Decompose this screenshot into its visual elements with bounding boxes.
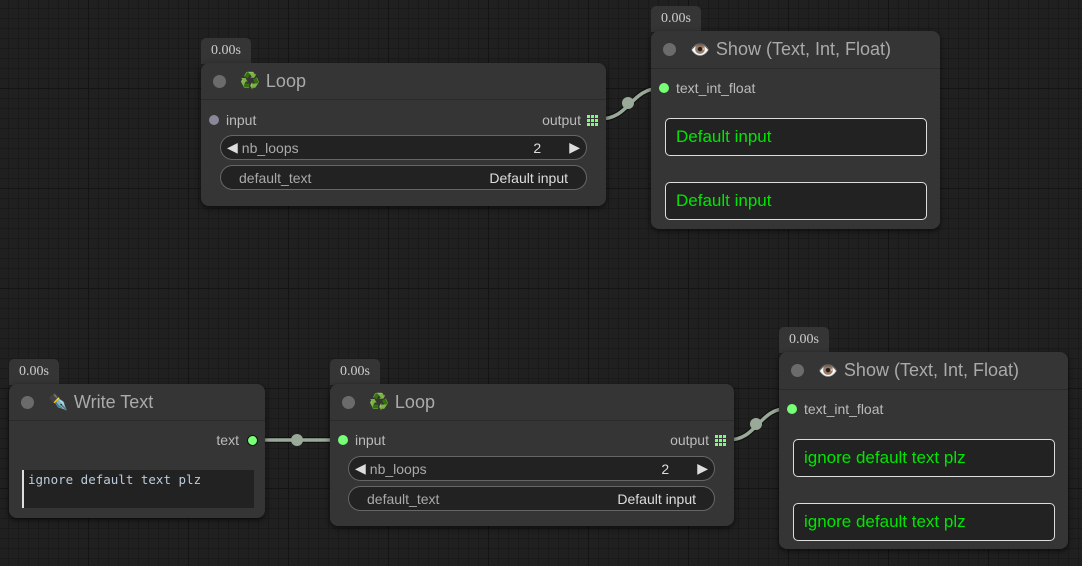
node-title-bar[interactable]: 👁️ Show (Text, Int, Float) [779,352,1068,390]
execution-time-badge: 0.00s [9,359,59,385]
collapse-dot-icon[interactable] [213,74,226,88]
decrement-arrow-icon[interactable]: ◀ [355,460,366,476]
node-title: Loop [394,391,435,412]
nb-loops-stepper[interactable]: ◀nb_loops 2 ▶ [348,456,715,481]
input-label: text_int_float [804,401,884,417]
increment-arrow-icon[interactable]: ▶ [569,139,580,155]
widget-label: default_text [367,490,440,507]
node-title-bar[interactable]: ♻️ Loop [330,384,734,421]
widget-value: Default input [489,169,568,186]
link-midpoint[interactable] [291,434,303,446]
input-label: input [355,432,386,448]
eye-icon: 👁️ [818,362,838,380]
input-label: input [226,112,257,128]
loop-node-top[interactable]: ♻️ Loop input output ◀nb_loops 2 ▶ default_t… [201,63,606,206]
output-text-box[interactable]: Default input [665,118,927,156]
widget-label: default_text [239,169,312,186]
fountain-pen-icon: ✒️ [48,394,68,411]
node-title-bar[interactable]: ✒️ Write Text [9,384,265,421]
collapse-dot-icon[interactable] [663,43,676,56]
output-text-box[interactable]: ignore default text plz [793,439,1055,477]
input-slot-icon[interactable] [787,404,797,414]
node-title-bar[interactable]: ♻️ Loop [201,63,606,100]
recycle-icon: ♻️ [240,73,260,90]
output-label: output [542,112,581,128]
recycle-icon: ♻️ [369,394,389,411]
eye-icon: 👁️ [690,41,710,59]
output-text-box[interactable]: Default input [665,182,927,220]
input-slot-icon[interactable] [659,83,669,93]
execution-time-badge: 0.00s [330,359,380,385]
show-node-bottom[interactable]: 👁️ Show (Text, Int, Float) text_int_float… [779,352,1068,549]
widget-value: 2 [533,139,542,156]
widget-label: nb_loops [241,139,299,156]
nb-loops-stepper[interactable]: ◀nb_loops 2 ▶ [220,135,587,160]
collapse-dot-icon[interactable] [791,364,804,377]
node-title: Show (Text, Int, Float) [715,39,891,59]
collapse-dot-icon[interactable] [21,395,34,409]
text-input-area[interactable]: ignore default text plz [22,470,254,508]
widget-value: 2 [661,460,670,477]
execution-time-badge: 0.00s [201,38,251,64]
execution-time-badge: 0.00s [651,6,701,32]
collapse-dot-icon[interactable] [342,395,355,409]
output-slot-icon[interactable] [247,434,258,446]
list-output-slot-icon[interactable] [715,434,726,446]
output-text-box[interactable]: ignore default text plz [793,503,1055,541]
link-midpoint[interactable] [750,418,762,430]
node-title: Show (Text, Int, Float) [843,360,1019,380]
node-title: Loop [265,70,306,91]
output-label: output [670,432,709,448]
execution-time-badge: 0.00s [779,327,829,353]
output-label: text [216,432,239,448]
default-text-field[interactable]: default_text Default input [348,486,715,511]
widget-value: Default input [617,490,696,507]
show-node-top[interactable]: 👁️ Show (Text, Int, Float) text_int_float… [651,31,940,229]
default-text-field[interactable]: default_text Default input [220,165,587,190]
input-label: text_int_float [676,80,756,96]
input-slot-icon[interactable] [338,435,348,445]
input-slot-icon[interactable] [209,115,219,125]
write-text-node[interactable]: ✒️ Write Text text ignore default text pl… [9,384,265,518]
increment-arrow-icon[interactable]: ▶ [697,460,708,476]
link-midpoint[interactable] [622,97,634,109]
node-title: Write Text [73,391,154,412]
list-output-slot-icon[interactable] [587,114,598,126]
widget-label: nb_loops [369,460,427,477]
loop-node-bottom[interactable]: ♻️ Loop input output ◀nb_loops 2 ▶ default_t… [330,384,734,526]
node-title-bar[interactable]: 👁️ Show (Text, Int, Float) [651,31,940,69]
decrement-arrow-icon[interactable]: ◀ [227,139,238,155]
